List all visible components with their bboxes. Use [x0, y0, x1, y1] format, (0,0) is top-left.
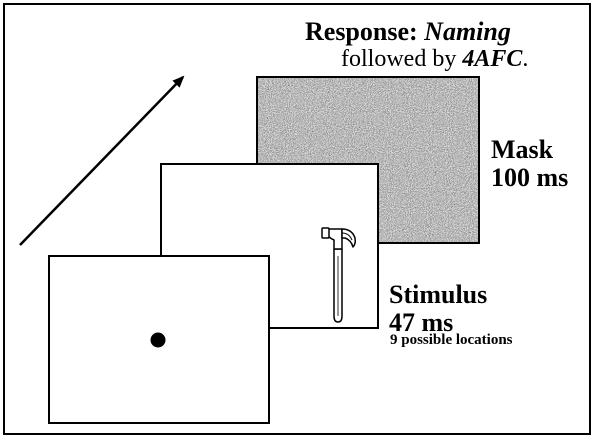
response-subtitle: followed by 4AFC.: [341, 46, 529, 72]
time-arrow-icon: [19, 75, 185, 246]
stimulus-name: Stimulus: [389, 280, 488, 309]
hammer-icon: [321, 227, 356, 323]
fixation-dot-icon: [150, 332, 166, 348]
stimulus-note: 9 possible locations: [390, 332, 513, 348]
mask-label: Mask 100 ms: [491, 136, 568, 191]
stimulus-duration: 47 ms: [389, 307, 454, 337]
figure-border: [3, 3, 591, 435]
mask-name: Mask: [491, 135, 554, 164]
response-title: Response: Naming: [305, 17, 511, 46]
mask-duration: 100 ms: [491, 162, 569, 192]
fixation-frame: [48, 255, 270, 424]
stimulus-label: Stimulus 47 ms: [389, 281, 487, 336]
